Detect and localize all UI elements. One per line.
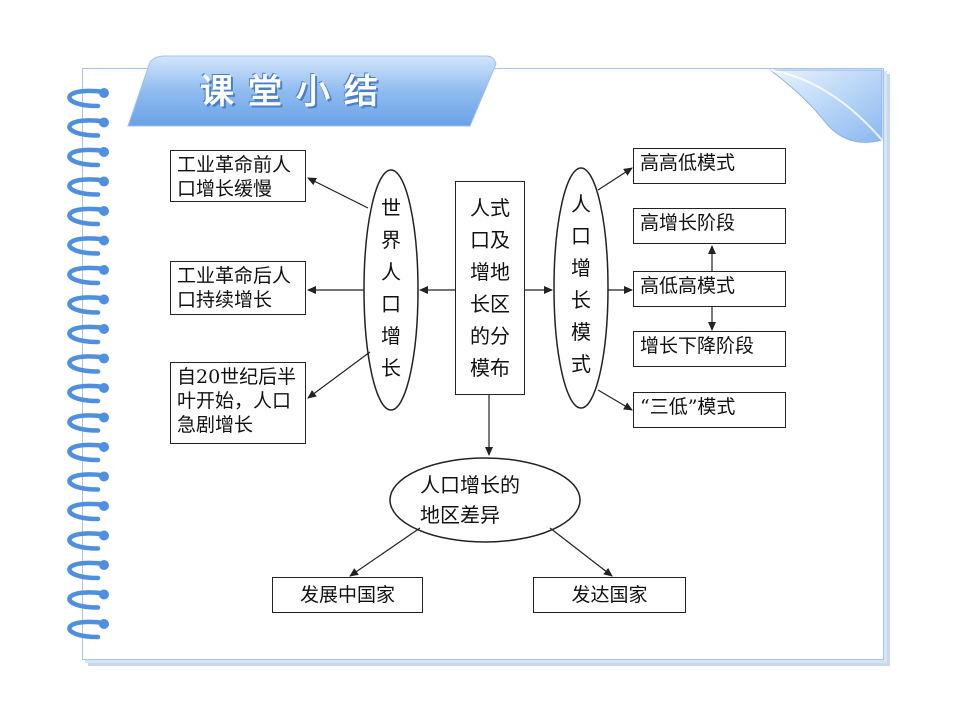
left-ellipse-label: 世 界 人 口 增 长 xyxy=(381,196,401,380)
spiral-ring xyxy=(67,324,107,345)
bottom-item-developed: 发达国家 xyxy=(533,577,686,613)
right-item-4: 增长下降阶段 xyxy=(633,331,786,367)
spiral-ring xyxy=(67,531,107,551)
spiral-hole xyxy=(99,619,109,629)
right-item-3: 高低高模式 xyxy=(633,271,786,307)
spiral-hole xyxy=(99,589,109,600)
spiral-ring xyxy=(67,619,107,640)
spiral-hole xyxy=(99,530,109,541)
bottom-ellipse-label: 人口增长的 地区差异 xyxy=(420,473,520,527)
right-ellipse xyxy=(553,167,609,409)
spiral-hole xyxy=(99,206,109,216)
spiral-hole xyxy=(99,442,109,452)
title-tab xyxy=(127,55,497,127)
spiral-hole xyxy=(99,471,109,482)
spiral-hole xyxy=(99,117,109,128)
right-item-2: 高增长阶段 xyxy=(633,208,786,244)
left-item-1: 工业革命前人 口增长缓慢 xyxy=(170,150,306,202)
spiral-ring xyxy=(67,147,107,168)
spiral-hole xyxy=(99,412,109,423)
center-label: 人式 口及 增地 长区 的分 模布 xyxy=(470,196,510,380)
spiral-ring xyxy=(67,236,107,256)
folded-corner-icon xyxy=(768,69,883,143)
spiral-ring xyxy=(67,560,107,581)
spiral-ring xyxy=(67,354,107,374)
spiral-binding xyxy=(67,88,109,640)
right-item-1: 高高低模式 xyxy=(633,148,786,184)
spiral-ring xyxy=(67,501,107,522)
left-item-2: 工业革命后人 口持续增长 xyxy=(170,261,306,315)
spiral-ring xyxy=(67,265,107,286)
spiral-hole xyxy=(99,383,109,393)
spiral-ring xyxy=(67,88,107,109)
bottom-ellipse xyxy=(389,457,581,543)
right-ellipse-label: 人 口 增 长 模 式 xyxy=(571,192,591,376)
spiral-hole xyxy=(99,501,109,511)
bottom-item-developing: 发展中国家 xyxy=(272,577,423,613)
spiral-hole xyxy=(99,235,109,246)
spiral-hole xyxy=(99,265,109,275)
spiral-ring xyxy=(67,472,107,492)
page-title: 课堂小结 xyxy=(200,72,392,112)
spiral-hole xyxy=(99,560,109,570)
spiral-hole xyxy=(99,324,109,334)
spiral-hole xyxy=(99,176,109,187)
spiral-ring xyxy=(67,442,107,463)
spiral-ring xyxy=(67,590,107,610)
spiral-ring xyxy=(67,206,107,227)
spiral-ring xyxy=(67,383,107,404)
spiral-hole xyxy=(99,147,109,157)
spiral-ring xyxy=(67,118,107,138)
spiral-hole xyxy=(99,353,109,364)
left-item-3: 自20世纪后半 叶开始，人口 急剧增长 xyxy=(170,362,306,444)
right-item-5: “三低”模式 xyxy=(633,392,786,428)
spiral-hole xyxy=(99,294,109,305)
spiral-ring xyxy=(67,177,107,197)
spiral-ring xyxy=(67,413,107,433)
spiral-hole xyxy=(99,88,109,98)
center-box: 人式 口及 增地 长区 的分 模布 xyxy=(455,181,525,395)
spiral-ring xyxy=(67,295,107,315)
